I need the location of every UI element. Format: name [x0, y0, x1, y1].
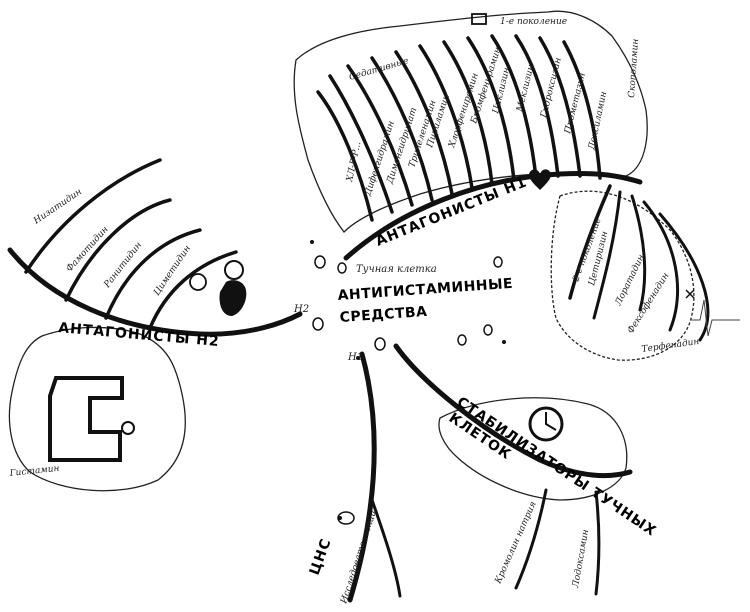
h1-drug-label: Скополамин: [627, 38, 641, 98]
x-mark-icon: [685, 289, 695, 299]
mast-cell-label: Тучная клетка: [356, 264, 437, 275]
h2-main-branch: [7, 247, 303, 337]
center-title-line2: СРЕДСТВА: [339, 304, 428, 326]
h2-drug-label: Фамотидин: [65, 225, 111, 274]
heart-icon: [529, 169, 551, 190]
h1-second-gen-cloud: [550, 190, 695, 361]
h1-second-gen-sub-branch: [592, 190, 622, 320]
clock-icon: [528, 406, 564, 442]
stabilizers-sub-branch: [514, 488, 548, 590]
dot-doodle: [356, 356, 360, 360]
h1-sub-branch: [442, 40, 494, 186]
h2-sub-branch: [24, 158, 162, 274]
cns-branch: [347, 351, 377, 603]
granule-doodle: [374, 337, 386, 351]
h1-sub-branch: [328, 74, 394, 214]
stabilizers-title-line1: СТАБИЛИЗАТОРЫ ТУЧНЫХ: [454, 394, 659, 540]
h1-sub-branch: [562, 40, 602, 180]
h2-sub-branch: [64, 198, 172, 302]
h1-marker-label: H1: [347, 352, 363, 363]
cns-sub-branch: [370, 498, 402, 598]
barrel-body-icon: [471, 13, 487, 25]
h1-sub-branch: [370, 56, 434, 202]
dot-doodle: [502, 340, 506, 344]
person-doodle-icon: [189, 260, 247, 316]
h1-second-gen-branches: [568, 184, 710, 342]
h1-second-gen-sub-branch: [630, 194, 647, 312]
dot-doodle: [338, 516, 342, 520]
h1-second-gen-sub-branch: [658, 212, 710, 342]
stabilizers-branch: [393, 343, 633, 479]
clock-hands-icon: [545, 412, 557, 431]
h1-sub-branch: [418, 44, 474, 190]
mast-cell-doodles: [310, 240, 506, 360]
barrel-icon: [471, 13, 487, 25]
h2-marker-label: H2: [293, 304, 309, 315]
histamine-label: Гистамин: [8, 464, 60, 479]
granule-doodle: [314, 255, 326, 269]
h1-sub-branch: [316, 90, 374, 222]
h1-second-gen-drug-label: Терфенадин: [641, 337, 700, 355]
h1-sub-branch: [466, 36, 516, 182]
h2-sub-branch: [104, 228, 202, 320]
h2-sub-branches: [24, 158, 238, 330]
h1-first-gen-cloud: [293, 10, 648, 233]
granule-doodle: [337, 262, 347, 274]
h1-sub-branch: [514, 34, 560, 178]
granule-doodle: [312, 317, 324, 331]
h1-sub-branch: [394, 50, 454, 196]
face-doodle-icon: [189, 273, 207, 291]
h1-sub-branch: [490, 34, 538, 180]
h2-drug-label: Низатидин: [31, 187, 84, 227]
receptor-icon: [121, 421, 135, 435]
stabilizers-sub-branch: [594, 490, 601, 596]
stabilizers-shape: [438, 397, 628, 501]
mast-cell-structure-icon: [48, 376, 135, 462]
cns-doodle-icon: [337, 511, 355, 525]
ecg-line-icon: [690, 299, 740, 337]
stabilizer-drug-label: Лодоксамин: [571, 529, 591, 590]
h1-sub-branch: [346, 64, 414, 207]
h2-sub-branch: [148, 250, 238, 330]
person-head-icon: [224, 260, 244, 280]
h2-cloud: [8, 326, 186, 492]
h1-sub-branch: [538, 36, 582, 178]
dot-doodle: [310, 240, 314, 244]
center-title-line1: АНТИГИСТАМИННЫЕ: [337, 276, 513, 304]
granule-doodle: [493, 256, 503, 268]
granule-doodle: [483, 324, 493, 336]
h1-sedating-label: Седативные: [348, 56, 410, 83]
h1-second-gen-sub-branch: [642, 200, 679, 332]
cell-membrane-icon: [48, 376, 124, 462]
clock-face-icon: [528, 406, 564, 442]
dot-doodle: [354, 248, 358, 252]
h1-drug-label: Гидроксизин: [539, 57, 564, 120]
granule-doodle: [457, 334, 467, 346]
h1-first-gen-branches: [316, 34, 602, 222]
h1-first-gen-title: 1-е поколение: [500, 17, 567, 27]
person-body-icon: [219, 280, 247, 316]
h1-second-gen-connector: [568, 184, 612, 300]
cns-title: ЦНС: [307, 536, 335, 577]
